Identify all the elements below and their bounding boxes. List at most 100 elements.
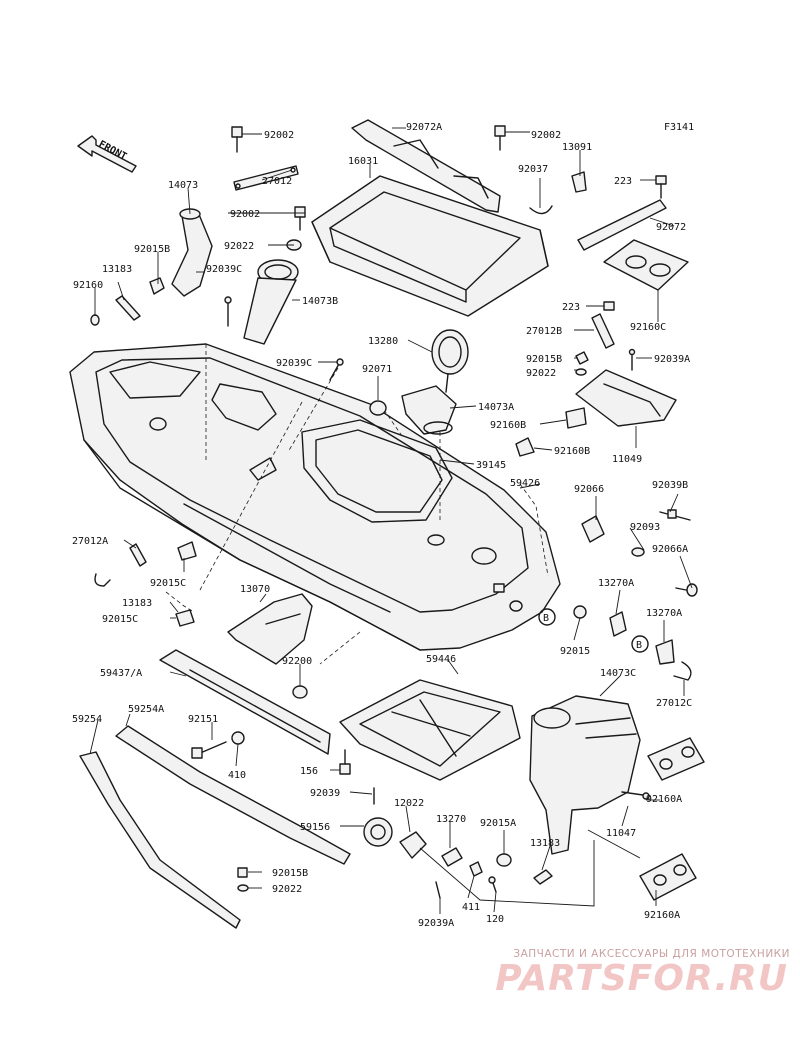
part-label: 410 [228,770,246,781]
part-label: 27012B [526,326,562,337]
part-label: 13183 [530,838,560,849]
bolt [494,125,506,151]
part-label: 59156 [300,822,330,833]
part-label: 13183 [102,264,132,275]
ref-marker-label: B [636,640,642,651]
front-arrow-icon: FRONT [77,135,137,173]
pad-92160c [603,239,689,291]
hose-14073 [171,208,213,297]
strap-27012a [129,543,147,567]
part-label: 92002 [264,130,294,141]
part-label: 13280 [368,336,398,347]
part-label: 27012A [72,536,108,547]
figure-code: F3141 [664,122,694,133]
part-label: 92066A [652,544,688,555]
bolt-11047 [621,791,651,800]
part-label: 11049 [612,454,642,465]
ref-marker-b: B [631,635,649,653]
part-label: 13270 [436,814,466,825]
rail-59437 [159,649,331,755]
part-label: 16031 [348,156,378,167]
duct-14073a [401,385,457,435]
nut-92015b [575,351,589,365]
ref-marker-label: B [543,613,549,624]
rail-59254a [115,725,351,865]
ref-marker-b: B [538,608,556,626]
part-label: 120 [486,914,504,925]
bolt-92039a [628,348,636,371]
part-label: 92039 [310,788,340,799]
part-label: 92072 [656,222,686,233]
grill-59156 [363,817,393,847]
strap-27012b [591,313,615,349]
rail-59254 [79,751,241,929]
leader-lines [89,127,693,914]
part-label: 39145 [476,460,506,471]
bolt-223 [655,175,667,199]
bolt-156 [339,749,351,775]
pump-housing-14073c [529,695,641,855]
part-label: 92160B [554,446,590,457]
part-label: 13270A [646,608,682,619]
part-label: 92160A [644,910,680,921]
ride-plate-59446 [339,679,521,781]
rivet [224,296,232,327]
washer-410 [231,731,245,745]
clip-13091 [571,171,587,193]
bolt-120 [488,876,497,893]
grommet-92015a [496,853,512,867]
part-label: 223 [562,302,580,313]
part-label: 92022 [526,368,556,379]
part-label: 92066 [574,484,604,495]
bolt-223b [603,301,615,311]
plate-12022 [399,831,427,859]
part-label: 92072A [406,122,442,133]
duct-14073b [243,259,299,345]
washer-92022-bottom [237,884,249,892]
part-label: 59254A [128,704,164,715]
part-label: 13091 [562,142,592,153]
part-label: 156 [300,766,318,777]
strap-27012c [673,661,692,681]
part-label: 92039C [206,264,242,275]
plate-13270a [609,611,627,637]
plate-13270a [655,639,675,665]
grommet [90,314,100,326]
part-label: 12022 [394,798,424,809]
part-label: 92015C [150,578,186,589]
part-label: 59446 [426,654,456,665]
part-label: 59426 [510,478,540,489]
bolt-92039a-bottom [435,881,441,899]
watermark-logo: PARTSFOR.RU [495,958,788,999]
part-label: 411 [462,902,480,913]
part-label: 14073C [600,668,636,679]
part-label: 92039B [652,480,688,491]
part-label: 92160B [490,420,526,431]
part-label: 92200 [282,656,312,667]
part-label: 13070 [240,584,270,595]
cover-13070 [227,593,313,665]
grommet-92015 [573,605,587,619]
part-label: 92039A [418,918,454,929]
part-label: 92039C [276,358,312,369]
part-label: 13270A [598,578,634,589]
part-label: 92037 [518,164,548,175]
part-label: 92160 [73,280,103,291]
pin-92039b [659,509,691,521]
pad-92160a [639,853,697,901]
washer-92093 [631,547,645,557]
clamp-92037 [529,205,553,215]
bracket-11049 [575,369,677,427]
nut [149,277,165,295]
part-label: 92015A [480,818,516,829]
part-label: 13183 [122,598,152,609]
plate-13270 [441,847,463,867]
grommet-92071 [369,400,387,416]
bolt [294,206,306,231]
part-label: 92022 [224,241,254,252]
nut-411 [469,861,483,877]
part-label: 92015B [272,868,308,879]
part-label: 59254 [72,714,102,725]
clamp-plate [115,295,141,321]
